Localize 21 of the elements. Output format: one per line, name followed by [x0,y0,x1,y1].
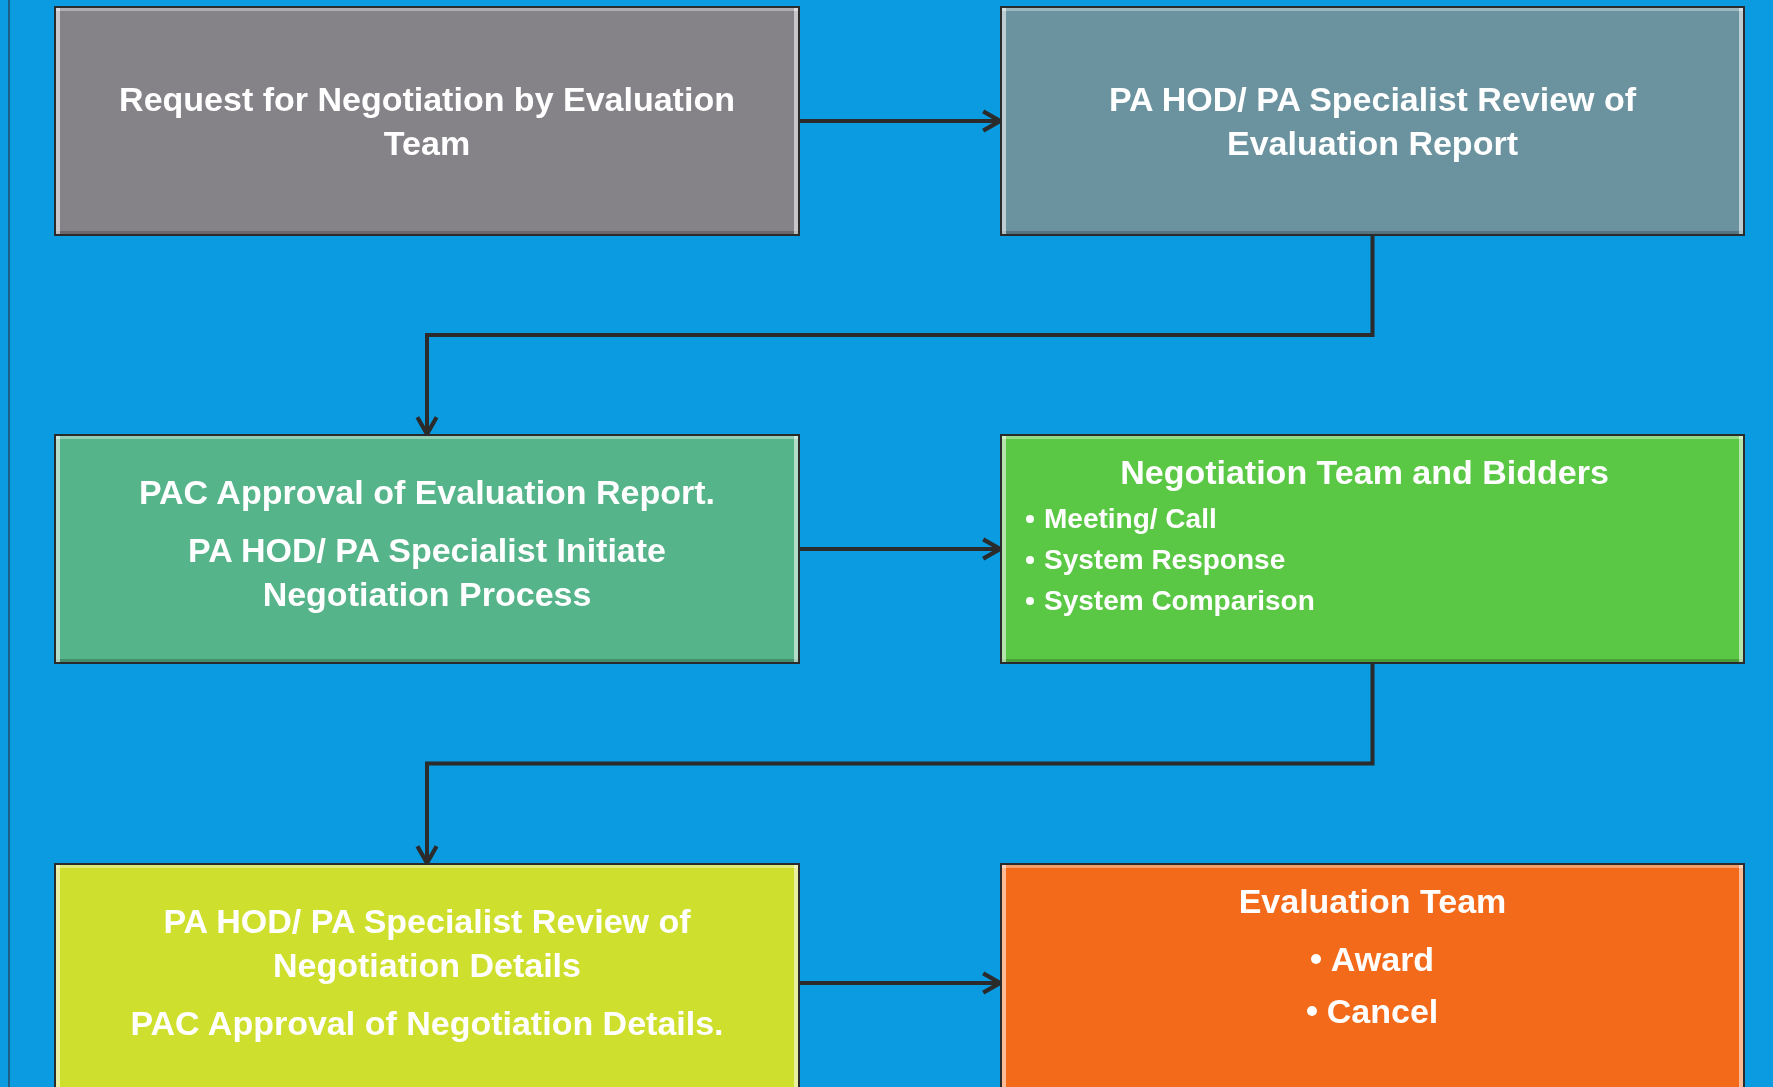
box-text: PAC Approval of Evaluation Report. [137,472,717,513]
box-heading: Evaluation Team [1237,881,1508,922]
arrow [415,664,1375,866]
process-box [54,863,800,1087]
bullet-item: Award [1330,939,1435,980]
process-box [54,434,800,664]
bullet-item: System Response [1044,543,1286,577]
arrow [415,236,1375,437]
box-text: PA HOD/ PA Specialist Review of Evaluation Report [1107,79,1638,164]
process-box [1000,434,1745,664]
box-text: PAC Approval of Negotiation Details. [129,1003,725,1044]
box-heading: Negotiation Team and Bidders [1119,452,1610,493]
bullet-item: Meeting/ Call [1044,502,1217,536]
process-box [54,6,800,236]
box-text: PA HOD/ PA Specialist Initiate Negotiation Process [187,530,667,615]
bullet-item: System Comparison [1044,584,1315,618]
bullet-item: Cancel [1326,991,1439,1032]
process-box [1000,6,1745,236]
box-text: Request for Negotiation by Evaluation Team [118,79,736,164]
process-box [1000,863,1745,1087]
box-text: PA HOD/ PA Specialist Review of Negotiation Details [162,901,692,986]
